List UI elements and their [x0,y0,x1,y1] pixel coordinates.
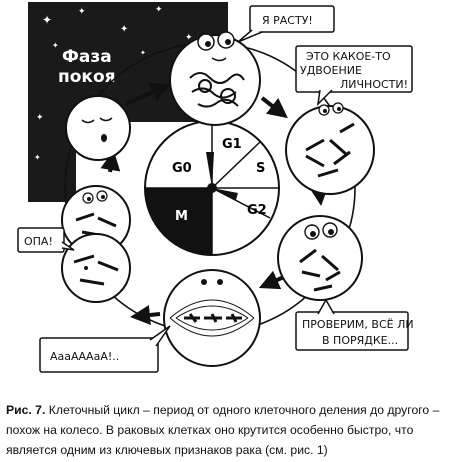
speech-bubble-aaa: АааАААаА!.. [39,325,171,373]
svg-text:✦: ✦ [34,153,41,162]
caption-title: Рис. 7. [6,403,46,417]
bubble-doubling-line1: ЭТО КАКОЕ-ТО [306,50,391,63]
svg-text:✦: ✦ [120,24,128,35]
bubble-checking-line1: ПРОВЕРИМ, ВСЁ ЛИ [302,318,414,331]
svg-text:✦: ✦ [140,49,146,57]
phase-s-label: S [256,161,265,176]
cell-cycle-illustration: ✦ ✦ ✦ ✦ ✦ ✦ ✦ ✦ ✦ Фаза покоя G1 G0 S G2 … [17,2,414,373]
cell-checking [277,215,363,301]
phase-m-label: M [175,209,188,224]
bubble-doubling-line2: УДВОЕНИЕ [300,64,362,77]
cell-splitting-bottom [61,233,131,303]
phase-g1-label: G1 [222,137,242,152]
phase-g0-label: G0 [172,161,192,176]
bubble-growing-text: Я РАСТУ! [262,14,313,27]
figure-caption: Рис. 7. Клеточный цикл – период от одног… [6,400,458,460]
svg-text:✦: ✦ [36,112,44,122]
speech-bubble-doubling: ЭТО КАКОЕ-ТО УДВОЕНИЕ ЛИЧНОСТИ! [295,45,413,107]
svg-text:✦: ✦ [185,32,193,42]
phase-g2-label: G2 [247,203,267,218]
caption-text: Клеточный цикл – период от одного клеточ… [6,403,440,457]
svg-text:✦: ✦ [78,6,86,16]
bubble-aaa-text: АааАААаА!.. [50,350,119,363]
cell-doubling [285,102,375,195]
rest-phase-label-2: покоя [58,67,116,87]
bubble-checking-line2: В ПОРЯДКЕ... [322,334,398,347]
bubble-opa-text: ОПА! [24,235,53,248]
cell-dividing [163,269,261,367]
speech-bubble-checking: ПРОВЕРИМ, ВСЁ ЛИ В ПОРЯДКЕ... [295,298,414,351]
speech-bubble-growing: Я РАСТУ! [237,5,335,43]
svg-text:✦: ✦ [52,41,59,50]
cell-resting [65,95,131,161]
cell-growing [169,31,261,126]
svg-text:✦: ✦ [42,13,52,27]
speech-bubble-opa: ОПА! [17,227,75,253]
bubble-doubling-line3: ЛИЧНОСТИ! [340,78,408,91]
svg-text:✦: ✦ [155,4,163,14]
cycle-clock: G1 G0 S G2 M [144,120,280,256]
rest-phase-label-1: Фаза [62,47,112,67]
stars: ✦ ✦ ✦ ✦ ✦ ✦ ✦ ✦ ✦ [34,4,193,162]
m-phase-sector [145,188,212,255]
clock-hand [206,152,214,188]
